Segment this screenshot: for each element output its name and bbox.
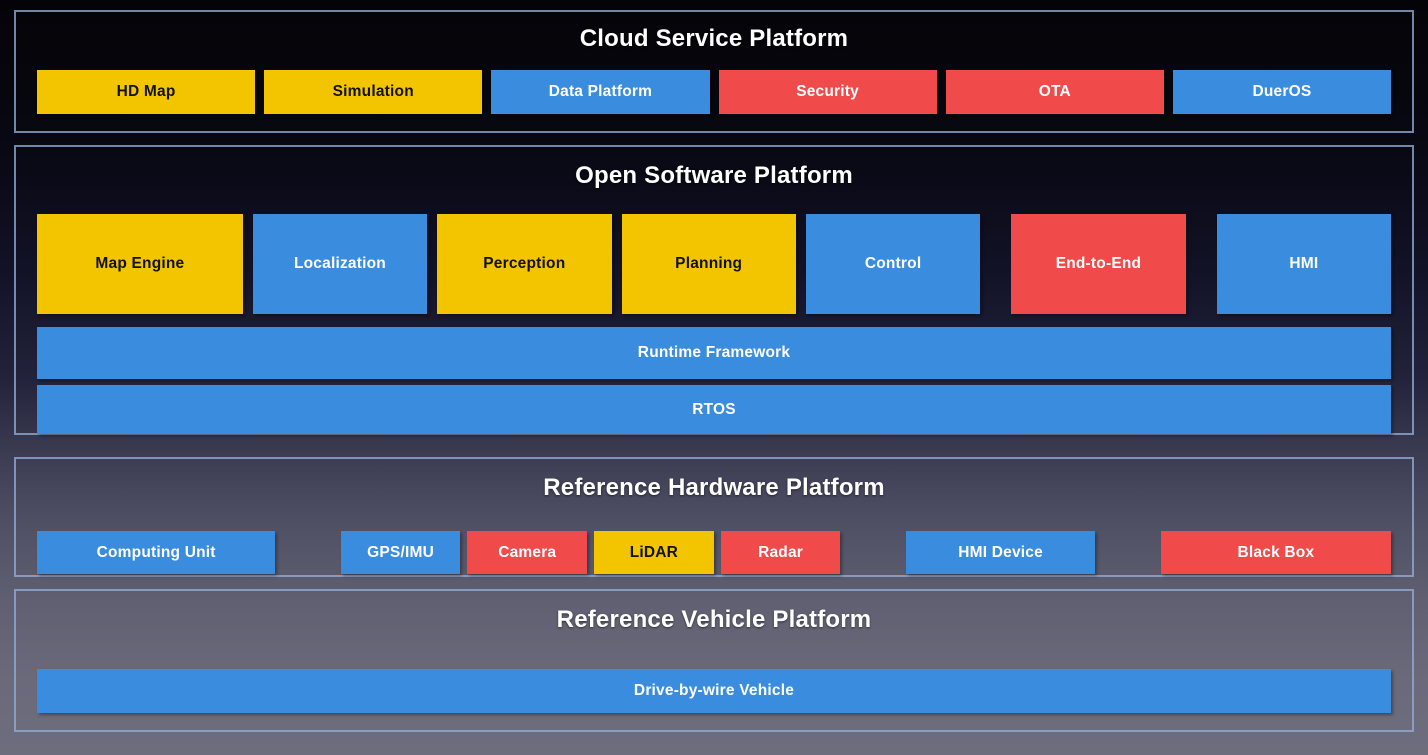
box-radar: Radar [720,531,841,574]
bar-runtime-framework: Runtime Framework [37,327,1391,379]
hardware-section-title: Reference Hardware Platform [543,474,885,501]
box-control: Control [805,214,981,314]
reference-hardware-platform-section: Reference Hardware Platform Computing Un… [14,457,1414,577]
box-computing-unit: Computing Unit [37,531,276,574]
box-security: Security [718,70,937,114]
box-hd-map: HD Map [37,70,256,114]
cloud-section-title: Cloud Service Platform [579,25,849,52]
box-perception: Perception [437,214,612,314]
sensor-group: GPS/IMU Camera LiDAR Radar [340,531,841,574]
software-section-title: Open Software Platform [575,162,853,189]
box-camera: Camera [467,531,588,574]
box-map-engine: Map Engine [37,214,243,314]
box-hmi-device: HMI Device [905,531,1096,574]
vehicle-section-title: Reference Vehicle Platform [556,606,872,633]
box-data-platform: Data Platform [491,70,710,114]
hardware-items-row: Computing Unit GPS/IMU Camera LiDAR Rada… [37,531,1391,574]
box-planning: Planning [621,214,796,314]
box-localization: Localization [252,214,428,314]
cloud-service-platform-section: Cloud Service Platform HD Map Simulation… [14,10,1414,133]
cloud-items-row: HD Map Simulation Data Platform Security… [37,70,1392,114]
box-gps-imu: GPS/IMU [340,531,461,574]
open-software-platform-section: Open Software Platform Map Engine Locali… [14,145,1414,435]
software-modules-row: Map Engine Localization Perception Plann… [37,214,1392,314]
box-dueros: DuerOS [1172,70,1392,114]
box-end-to-end: End-to-End [1011,214,1186,314]
box-simulation: Simulation [264,70,483,114]
box-hmi: HMI [1216,214,1392,314]
box-black-box: Black Box [1160,531,1391,574]
box-lidar: LiDAR [594,531,714,574]
box-ota: OTA [945,70,1164,114]
reference-vehicle-platform-section: Reference Vehicle Platform Drive-by-wire… [14,589,1414,732]
bar-rtos: RTOS [37,385,1391,434]
bar-drive-by-wire-vehicle: Drive-by-wire Vehicle [37,669,1391,713]
